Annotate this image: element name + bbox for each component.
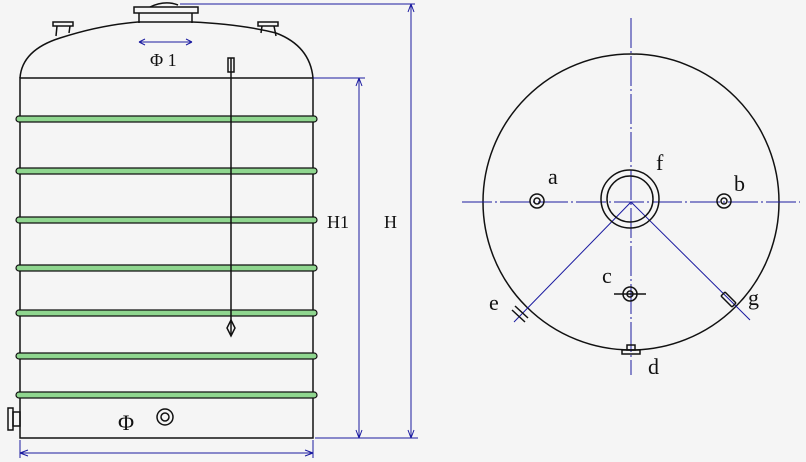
shell-height-dimension — [313, 77, 418, 439]
top-nozzle-left — [52, 21, 74, 37]
plan-view: a b c d e f g — [462, 18, 800, 379]
reinforcement-bands — [15, 115, 318, 399]
port-d — [621, 344, 641, 355]
label-a: a — [548, 164, 558, 189]
label-d: d — [648, 354, 659, 379]
label-g: g — [748, 285, 759, 310]
manhole-diameter-label: Φ 1 — [150, 50, 177, 70]
label-c: c — [602, 263, 612, 288]
label-f: f — [656, 150, 664, 175]
reinforcement-band — [15, 264, 318, 272]
tank-shell — [19, 77, 314, 439]
reinforcement-band — [15, 115, 318, 123]
port-f — [600, 169, 660, 229]
level-gauge — [226, 57, 236, 338]
port-g — [720, 291, 737, 308]
side-outlet-nozzle — [7, 407, 21, 431]
port-e — [511, 305, 529, 323]
diameter-dimension — [19, 440, 314, 458]
label-b: b — [734, 171, 745, 196]
reinforcement-band — [15, 391, 318, 399]
reinforcement-band — [15, 352, 318, 360]
manhole-dimension — [138, 38, 193, 46]
total-height-dimension — [180, 3, 415, 439]
drain-port — [156, 408, 174, 426]
manhole — [133, 2, 199, 23]
port-c — [614, 286, 646, 302]
reinforcement-band — [15, 309, 318, 317]
reinforcement-band — [15, 216, 318, 224]
reinforcement-band — [15, 167, 318, 175]
top-nozzle-right — [257, 21, 279, 37]
port-a — [529, 193, 545, 209]
port-b — [716, 193, 732, 209]
diameter-label: Φ — [118, 410, 134, 435]
shell-height-label: H1 — [327, 212, 349, 232]
total-height-label: H — [384, 212, 397, 232]
label-e: e — [489, 290, 499, 315]
elevation-view: Φ 1 Φ H1 H — [7, 2, 418, 458]
